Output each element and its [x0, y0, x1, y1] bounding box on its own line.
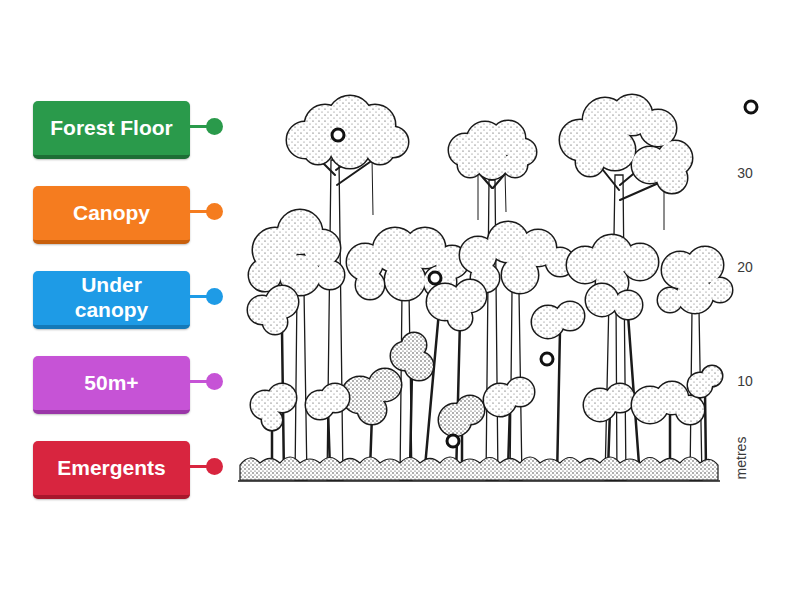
tree-crown — [249, 210, 344, 295]
tree-crown — [248, 286, 298, 334]
tree-crown — [287, 96, 408, 168]
label-box: Emergents — [33, 441, 190, 499]
scale-number: 30 — [737, 165, 753, 181]
pin-dot — [206, 458, 223, 475]
drop-targets — [332, 101, 757, 447]
tree-stem — [272, 370, 706, 470]
tree-crown — [560, 95, 692, 193]
tree-crown — [439, 396, 484, 436]
tree-crown — [342, 369, 401, 424]
ground-vegetation — [240, 457, 718, 480]
label-text: Canopy — [73, 201, 150, 226]
target-marker — [745, 101, 757, 113]
tree-crown — [484, 378, 534, 416]
pin-dot — [206, 288, 223, 305]
canopy-trees — [248, 210, 732, 480]
target-marker — [541, 353, 553, 365]
tree-crown — [427, 280, 486, 330]
axis-unit: metres — [733, 437, 749, 480]
tree-crown — [688, 366, 722, 397]
label-box: Forest Floor — [33, 101, 190, 159]
scale-number: 20 — [737, 259, 753, 275]
tree-crown — [584, 384, 634, 421]
pin-dot — [206, 373, 223, 390]
label-box: Canopy — [33, 186, 190, 244]
target-marker — [447, 435, 459, 447]
target-marker — [332, 129, 344, 141]
tree-crown — [306, 384, 349, 419]
label-text: Forest Floor — [50, 116, 173, 141]
tree-crown — [251, 384, 296, 430]
label-box: Under canopy — [33, 271, 190, 329]
label-text: Emergents — [57, 456, 166, 481]
label-text: 50m+ — [84, 371, 138, 396]
ground-line — [238, 480, 720, 482]
emergent-trees — [287, 95, 692, 480]
pin-dot — [206, 203, 223, 220]
scale-number: 10 — [737, 373, 753, 389]
pin-dot — [206, 118, 223, 135]
tree-crown — [586, 284, 642, 319]
label-text: Under canopy — [57, 273, 167, 323]
tree-crown — [449, 121, 536, 179]
tree-crown — [658, 247, 732, 313]
label-box: 50m+ — [33, 356, 190, 414]
understory-trees — [251, 333, 722, 470]
tree-crown — [532, 302, 584, 338]
target-marker — [429, 272, 441, 284]
tree-trunk — [295, 290, 307, 480]
